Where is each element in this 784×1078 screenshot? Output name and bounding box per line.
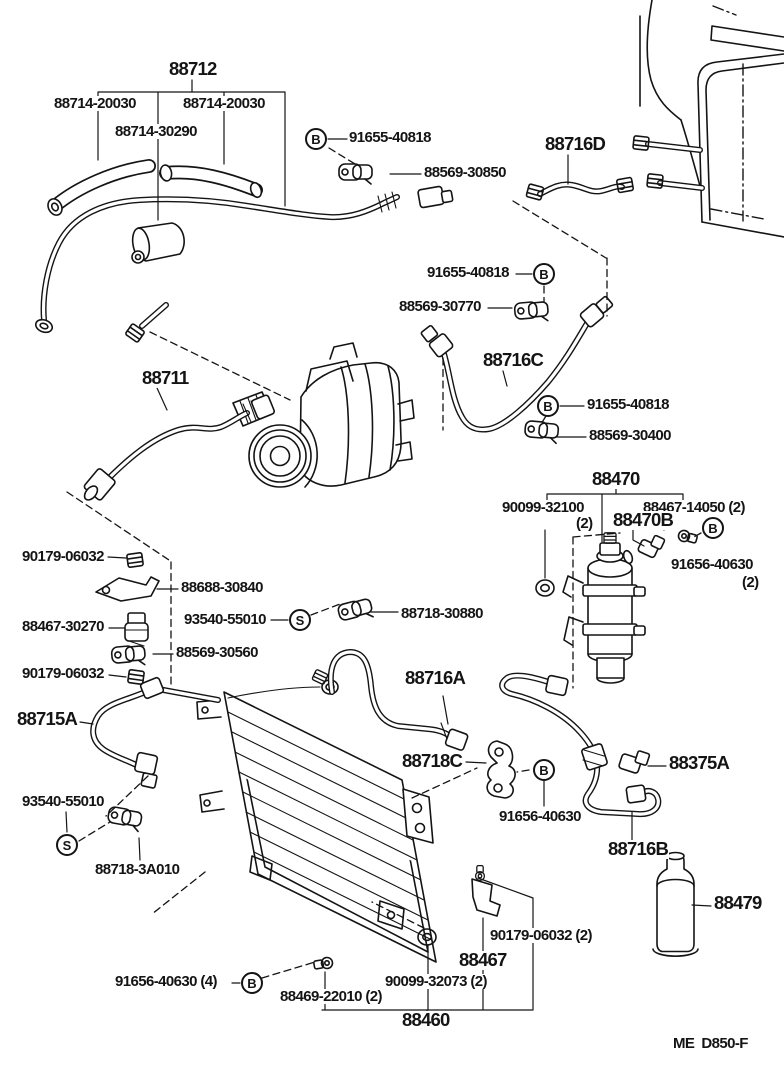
label-90179-06032-b: 90179-06032 <box>21 665 105 682</box>
label-91656-40630-qty4: 91656-40630 (4) <box>114 973 218 990</box>
label-88467: 88467 <box>458 949 508 970</box>
label-88470: 88470 <box>591 468 641 489</box>
firewall-panel-drawing <box>632 0 784 238</box>
label-93540-55010-a: 93540-55010 <box>183 611 267 628</box>
label-88470b: 88470B <box>612 509 675 530</box>
callout-badge-b-5: B <box>533 759 555 781</box>
callout-badge-b-4: B <box>702 517 724 539</box>
small-hardware-drawing <box>95 163 560 972</box>
label-88716a: 88716A <box>404 667 467 688</box>
label-90099-32100: 90099-32100 <box>501 499 585 516</box>
label-88718-3a010: 88718-3A010 <box>94 861 181 878</box>
label-88715a: 88715A <box>16 708 79 729</box>
label-88714-20030-a: 88714-20030 <box>53 95 137 112</box>
pipe-88716a-drawing <box>327 649 469 751</box>
label-88479: 88479 <box>713 892 763 913</box>
hose-88711-drawing <box>83 394 275 501</box>
label-90179-06032-qty2: 90179-06032 (2) <box>489 927 593 944</box>
label-88460: 88460 <box>401 1009 451 1030</box>
label-90099-32073-qty2: 90099-32073 (2) <box>384 973 488 990</box>
label-91655-40818-a: 91655-40818 <box>348 129 432 146</box>
hose-88716b-drawing <box>499 672 662 818</box>
label-88467-30270: 88467-30270 <box>21 618 105 635</box>
figure-code: ME D850-F <box>672 1035 749 1052</box>
leader-lines <box>65 138 712 984</box>
callout-badge-b-2: B <box>533 263 555 285</box>
label-88716d: 88716D <box>544 133 607 154</box>
label-88569-30400: 88569-30400 <box>588 427 672 444</box>
label-88714-30290: 88714-30290 <box>114 123 198 140</box>
label-91656-40630-b: 91656-40630 <box>498 808 582 825</box>
label-88714-20030-b: 88714-20030 <box>182 95 266 112</box>
label-88712: 88712 <box>168 58 218 79</box>
compressor-drawing <box>232 342 415 488</box>
label-88375a: 88375A <box>668 752 731 773</box>
label-91655-40818-c: 91655-40818 <box>586 396 670 413</box>
label-91656-40630-a: 91656-40630 <box>670 556 754 573</box>
hose-assy-88712-drawing <box>34 159 454 344</box>
callout-badge-b-6: B <box>241 972 263 994</box>
callout-badge-b-3: B <box>537 395 559 417</box>
label-qty-2-a: (2) <box>575 515 594 532</box>
label-88569-30850: 88569-30850 <box>423 164 507 181</box>
condenser-88460-drawing <box>196 668 437 963</box>
label-90179-06032-a: 90179-06032 <box>21 548 105 565</box>
label-88718-30880: 88718-30880 <box>400 605 484 622</box>
callout-badge-s-1: S <box>289 609 311 631</box>
callout-badge-s-2: S <box>56 834 78 856</box>
label-88716c: 88716C <box>482 349 545 370</box>
pipe-88715a-drawing <box>90 676 221 789</box>
label-93540-55010-b: 93540-55010 <box>21 793 105 810</box>
pipe-88716d-drawing <box>525 176 635 202</box>
label-88716b: 88716B <box>607 838 670 859</box>
label-88469-22010-qty2: 88469-22010 (2) <box>279 988 383 1005</box>
label-88688-30840: 88688-30840 <box>180 579 264 596</box>
dashed-lines <box>66 147 702 979</box>
label-88711: 88711 <box>141 367 190 388</box>
label-91655-40818-b: 91655-40818 <box>426 264 510 281</box>
clamp-88718c-drawing <box>486 740 516 799</box>
charge-bottle-88479-drawing <box>652 851 699 957</box>
pipe-88716c-drawing <box>420 295 614 433</box>
label-88718c: 88718C <box>401 750 464 771</box>
label-qty-2-b: (2) <box>741 574 760 591</box>
callout-badge-b-1: B <box>305 128 327 150</box>
label-88569-30770: 88569-30770 <box>398 298 482 315</box>
receiver-drier-88470-drawing <box>535 528 699 684</box>
label-88569-30560: 88569-30560 <box>175 644 259 661</box>
